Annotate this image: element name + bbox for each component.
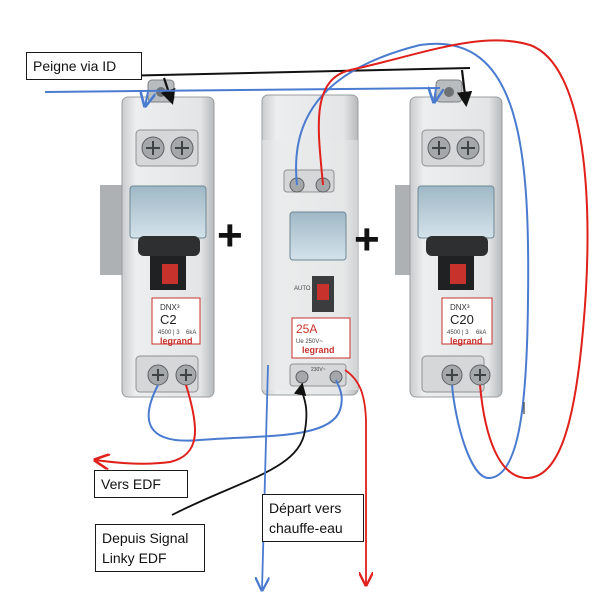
breaker-right-series: DNX³ xyxy=(450,303,470,312)
contactor: AUTO 25A Ue 250V~ legrand 230V~ xyxy=(261,94,359,396)
comb-blue-arrow-right xyxy=(434,88,436,102)
neutral-out-arrow xyxy=(262,364,268,590)
label-vers-edf: Vers EDF xyxy=(94,470,188,498)
breaker-left: DNX³ C2 4500 | 3 6kA legrand xyxy=(121,79,215,398)
contactor-mode: AUTO xyxy=(294,286,311,292)
phase-wire-loop xyxy=(317,39,589,480)
breaker-right-rating: C20 xyxy=(450,312,474,327)
breaker-left-capacity: 4500 | 3 xyxy=(158,330,180,336)
breaker-left-brand: legrand xyxy=(160,336,193,346)
plus-sign-right: + xyxy=(354,215,380,264)
breaker-left-series: DNX³ xyxy=(160,303,180,312)
label-depuis-signal: Depuis Signal Linky EDF xyxy=(95,524,205,572)
label-depuis-line1: Depuis Signal xyxy=(102,530,189,546)
label-depuis-line2: Linky EDF xyxy=(102,550,167,566)
breaker-right-brand: legrand xyxy=(450,336,483,346)
breaker-right-capacity: 4500 | 3 xyxy=(447,330,469,336)
label-vers-edf-text: Vers EDF xyxy=(101,476,161,492)
contactor-rating: 25A xyxy=(296,322,317,336)
label-peigne: Peigne via ID xyxy=(26,52,142,80)
breaker-left-ka: 6kA xyxy=(186,330,196,336)
label-depart-line1: Départ vers xyxy=(269,500,342,516)
phase-wire-vers-edf xyxy=(95,384,196,464)
phase-out-arrow xyxy=(344,369,366,585)
label-peigne-text: Peigne via ID xyxy=(33,58,117,74)
comb-line-blue xyxy=(44,87,441,93)
neutral-wire-bottom xyxy=(147,379,343,442)
contactor-voltage: Ue 250V~ xyxy=(296,339,323,345)
comb-arrow-right xyxy=(456,69,473,108)
neutral-wire-loop xyxy=(295,42,530,480)
breaker-right: DNX³ C20 4500 | 3 6kA legrand xyxy=(409,79,503,398)
contactor-coil: 230V~ xyxy=(311,367,326,373)
contactor-brand: legrand xyxy=(302,345,335,355)
comb-blue-arrow-left xyxy=(145,92,148,106)
plus-sign-left: + xyxy=(217,211,243,260)
signal-wire xyxy=(171,382,308,516)
breaker-right-ka: 6kA xyxy=(476,330,486,336)
breaker-left-rating: C2 xyxy=(160,312,177,327)
label-depart: Départ vers chauffe-eau xyxy=(262,494,364,542)
label-depart-line2: chauffe-eau xyxy=(269,520,343,536)
